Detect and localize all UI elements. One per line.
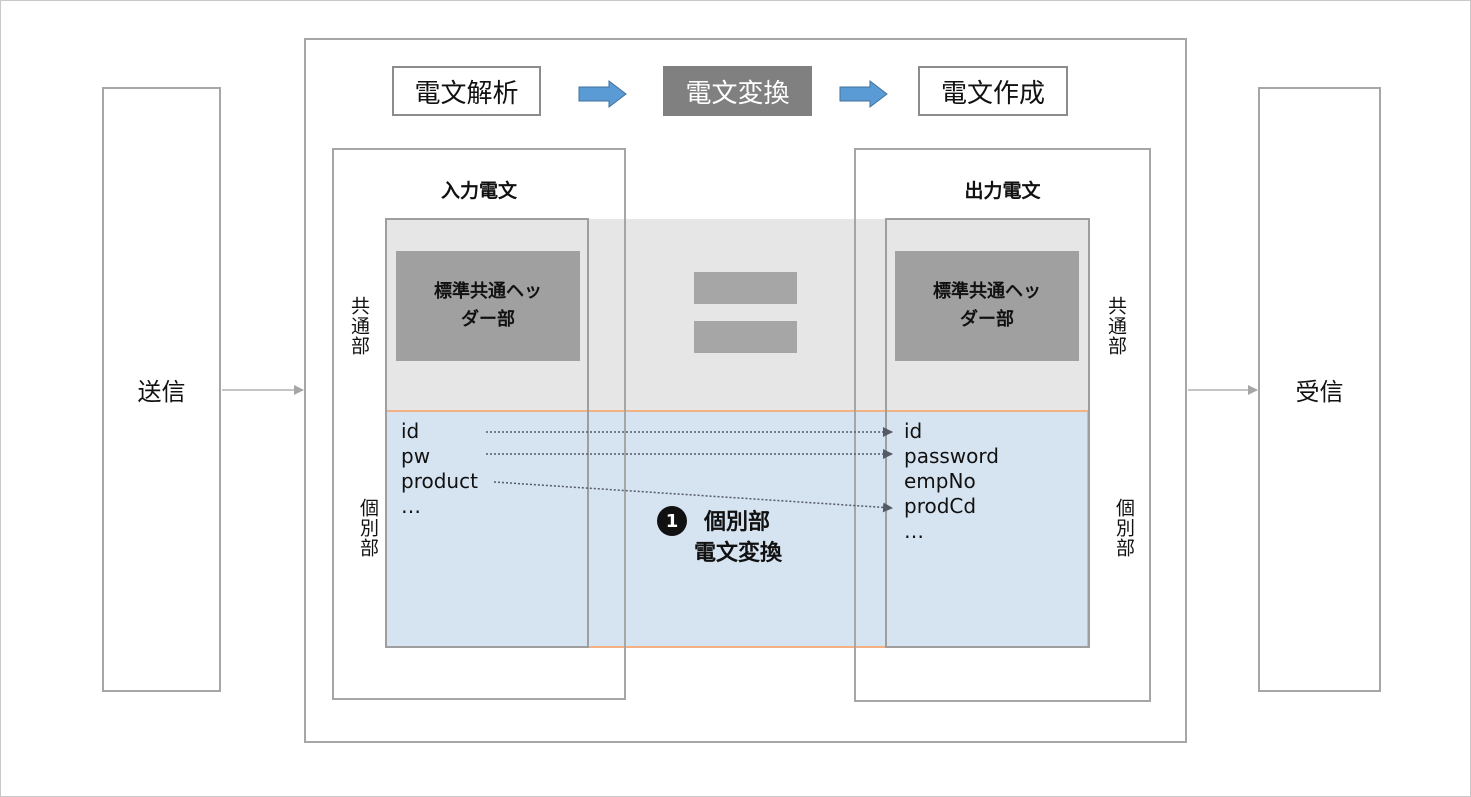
input-field: id xyxy=(401,419,420,443)
input-header-line2: ダー部 xyxy=(461,309,515,330)
note-line1: 個別部 xyxy=(704,510,771,535)
input-header-line1: 標準共通ヘッ xyxy=(434,281,542,302)
step-convert: 電文変換 xyxy=(663,66,812,116)
step-create-label: 電文作成 xyxy=(940,78,1045,109)
step-parse-label: 電文解析 xyxy=(414,78,519,109)
input-field: product xyxy=(401,469,478,493)
output-common-label: 共通部 xyxy=(1105,296,1127,356)
input-message-panel xyxy=(332,148,626,700)
input-individual-label: 個別部 xyxy=(357,498,379,558)
input-standard-header-block: 標準共通ヘッ ダー部 xyxy=(396,251,580,361)
output-individual-label: 個別部 xyxy=(1113,498,1135,558)
output-field: password xyxy=(904,444,999,468)
step-parse: 電文解析 xyxy=(392,66,541,116)
input-field: pw xyxy=(401,444,431,468)
output-field: id xyxy=(904,419,923,443)
input-field: … xyxy=(401,494,421,518)
step-create: 電文作成 xyxy=(918,66,1068,116)
sender-label: 送信 xyxy=(137,378,186,406)
step-arrow-icon-2 xyxy=(839,79,888,109)
output-header-line2: ダー部 xyxy=(960,309,1014,330)
input-panel-title: 入力電文 xyxy=(440,180,517,202)
input-field-column xyxy=(385,218,589,648)
receiver-label: 受信 xyxy=(1295,378,1344,406)
input-common-label: 共通部 xyxy=(348,296,370,356)
step-arrow-icon-1 xyxy=(578,79,627,109)
equals-sign-top-bar xyxy=(694,272,797,304)
output-panel-title: 出力電文 xyxy=(964,180,1041,202)
step-convert-label: 電文変換 xyxy=(685,78,790,109)
receiver-box: 受信 xyxy=(1258,87,1381,692)
output-field: empNo xyxy=(904,469,976,493)
output-field: … xyxy=(904,519,924,543)
output-field: prodCd xyxy=(904,494,977,518)
conversion-system-box xyxy=(304,38,1187,743)
sender-box: 送信 xyxy=(102,87,221,692)
equals-sign-bottom-bar xyxy=(694,321,797,353)
note-number-badge: 1 xyxy=(657,506,687,536)
mapping-arrow-product xyxy=(493,481,893,513)
individual-area-band xyxy=(385,410,1089,648)
output-header-line1: 標準共通ヘッ xyxy=(933,281,1041,302)
note-line2: 電文変換 xyxy=(694,541,783,566)
output-standard-header-block: 標準共通ヘッ ダー部 xyxy=(895,251,1079,361)
output-message-panel xyxy=(854,148,1151,702)
